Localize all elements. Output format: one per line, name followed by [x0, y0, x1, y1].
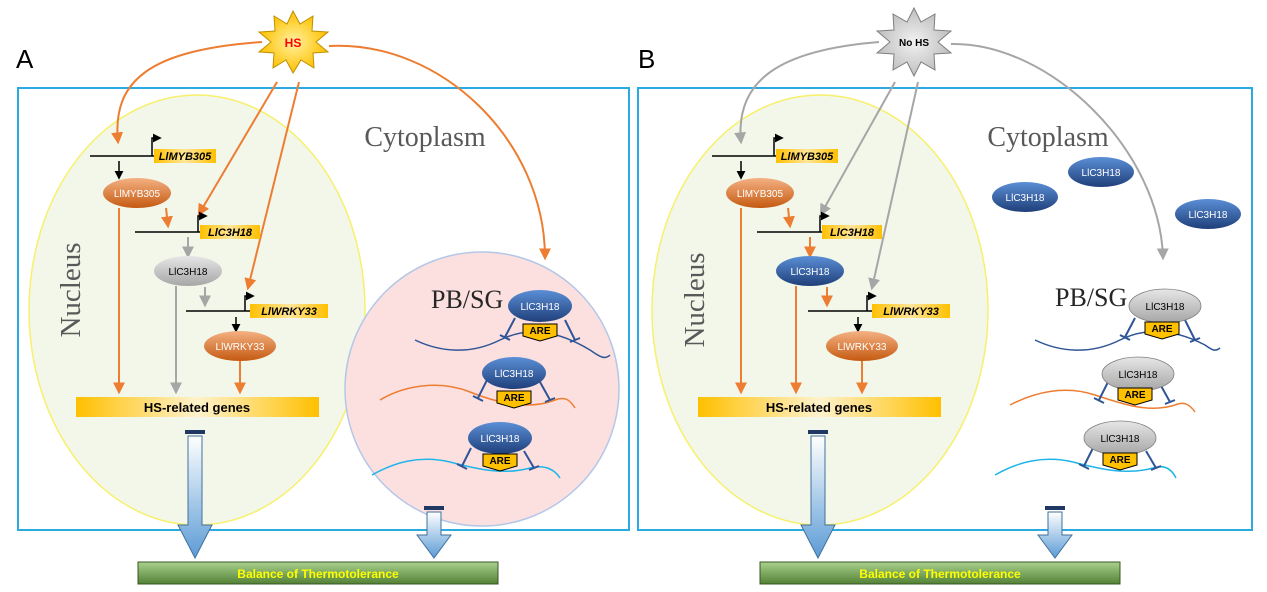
cell-frame — [637, 87, 1253, 531]
are-label: ARE — [529, 326, 550, 337]
outcome-bar — [759, 561, 1121, 585]
protein-label: LlC3H18 — [1146, 302, 1185, 313]
panel-letter: B — [638, 44, 655, 74]
are-label: ARE — [489, 456, 510, 467]
hs-related-genes-bar — [76, 397, 319, 417]
gene-wrky33: LlWRKY33 — [186, 291, 328, 318]
target-genes-label: HS-related genes — [144, 400, 250, 415]
protein-label: LlC3H18 — [481, 434, 520, 445]
are-label: ARE — [1124, 390, 1145, 401]
gene-label: LlWRKY33 — [883, 306, 939, 318]
down-arrow-nucleus — [800, 430, 836, 560]
cytoplasm-label: Cytoplasm — [987, 122, 1109, 153]
hs-related-genes-bar — [698, 397, 941, 417]
protein-label: LlWRKY33 — [838, 342, 887, 353]
protein-myb305 — [103, 178, 171, 208]
cytoplasm-protein — [1068, 157, 1134, 187]
cytoplasm-label: Cytoplasm — [364, 122, 486, 153]
gene-wrky33: LlWRKY33 — [808, 291, 950, 318]
granule-mrna-2: LlC3H18 ARE — [1009, 356, 1196, 413]
down-arrow-granule — [1037, 506, 1073, 559]
heat-signal-arrows — [111, 41, 551, 291]
nucleus-label: Nucleus — [679, 252, 711, 347]
protein-label: LlC3H18 — [521, 302, 560, 313]
granule-mrna-3: LlC3H18 ARE — [371, 422, 561, 479]
granule-mrna-3: LlC3H18 ARE — [994, 420, 1177, 479]
nucleus-label: Nucleus — [55, 242, 87, 337]
protein-label: LlC3H18 — [495, 369, 534, 380]
are-element — [1117, 387, 1153, 406]
are-element — [482, 453, 518, 472]
granule-label: PB/SG — [431, 285, 503, 314]
cytoplasm-protein — [1175, 199, 1241, 229]
gene-label: LlWRKY33 — [261, 306, 317, 318]
stimulus-label: HS — [285, 36, 302, 50]
cytoplasm-proteins: LlC3H18 LlC3H18 LlC3H18 — [992, 157, 1241, 229]
gene-label: LlC3H18 — [830, 227, 875, 239]
are-element — [1102, 452, 1138, 471]
granule-mrna-1: LlC3H18 ARE — [1034, 288, 1221, 351]
gene-label: LlC3H18 — [208, 227, 253, 239]
are-label: ARE — [1109, 455, 1130, 466]
gene-c3h18: LlC3H18 — [135, 211, 260, 239]
panel-a: A Nucleus Cytoplasm HS LlMYB305 LlMYB305 — [16, 9, 630, 585]
are-label: ARE — [503, 393, 524, 404]
outcome-label: Balance of Thermotolerance — [237, 567, 399, 581]
protein-c3h18 — [776, 256, 844, 286]
granule-mrna-1: LlC3H18 ARE — [414, 290, 611, 359]
granule-protein — [468, 422, 532, 454]
granule-label: PB/SG — [1055, 283, 1127, 312]
cytoplasm-protein — [992, 182, 1058, 212]
protein-label: LlMYB305 — [737, 189, 784, 200]
are-element — [1144, 321, 1180, 340]
neutral-signal-arrows — [734, 41, 1169, 291]
cell-frame — [17, 87, 630, 531]
protein-myb305 — [726, 178, 794, 208]
granule-protein — [482, 357, 546, 389]
are-element — [496, 390, 532, 409]
granule-protein — [508, 290, 572, 322]
protein-c3h18 — [154, 256, 222, 286]
panel-letter: A — [16, 44, 34, 74]
outcome-label: Balance of Thermotolerance — [859, 567, 1021, 581]
no-heat-stress-burst-icon — [875, 6, 953, 78]
protein-wrky33 — [204, 331, 276, 361]
heat-stress-burst-icon — [257, 9, 330, 75]
stimulus-label: No HS — [899, 38, 929, 49]
gene-myb305: LlMYB305 — [712, 133, 838, 163]
protein-label: LlC3H18 — [1082, 168, 1121, 179]
protein-label: LlMYB305 — [114, 189, 161, 200]
granule-mrna-2: LlC3H18 ARE — [379, 357, 576, 409]
outcome-bar — [137, 561, 499, 585]
gene-label: LlMYB305 — [159, 151, 212, 163]
protein-label: LlWRKY33 — [216, 342, 265, 353]
are-element — [522, 323, 558, 342]
protein-label: LlC3H18 — [791, 267, 830, 278]
down-arrow-granule — [416, 506, 452, 559]
protein-label: LlC3H18 — [1006, 193, 1045, 204]
panel-b: B Nucleus Cytoplasm No HS LlMYB305 LlMYB… — [637, 6, 1253, 585]
protein-label: LlC3H18 — [1101, 434, 1140, 445]
are-label: ARE — [1151, 324, 1172, 335]
protein-label: LlC3H18 — [1189, 210, 1228, 221]
target-genes-label: HS-related genes — [766, 400, 872, 415]
gene-label: LlMYB305 — [781, 151, 834, 163]
gene-c3h18: LlC3H18 — [757, 211, 882, 239]
protein-label: LlC3H18 — [1119, 370, 1158, 381]
protein-wrky33 — [826, 331, 898, 361]
down-arrow-nucleus — [177, 430, 213, 560]
gene-myb305: LlMYB305 — [90, 133, 216, 163]
protein-label: LlC3H18 — [169, 267, 208, 278]
